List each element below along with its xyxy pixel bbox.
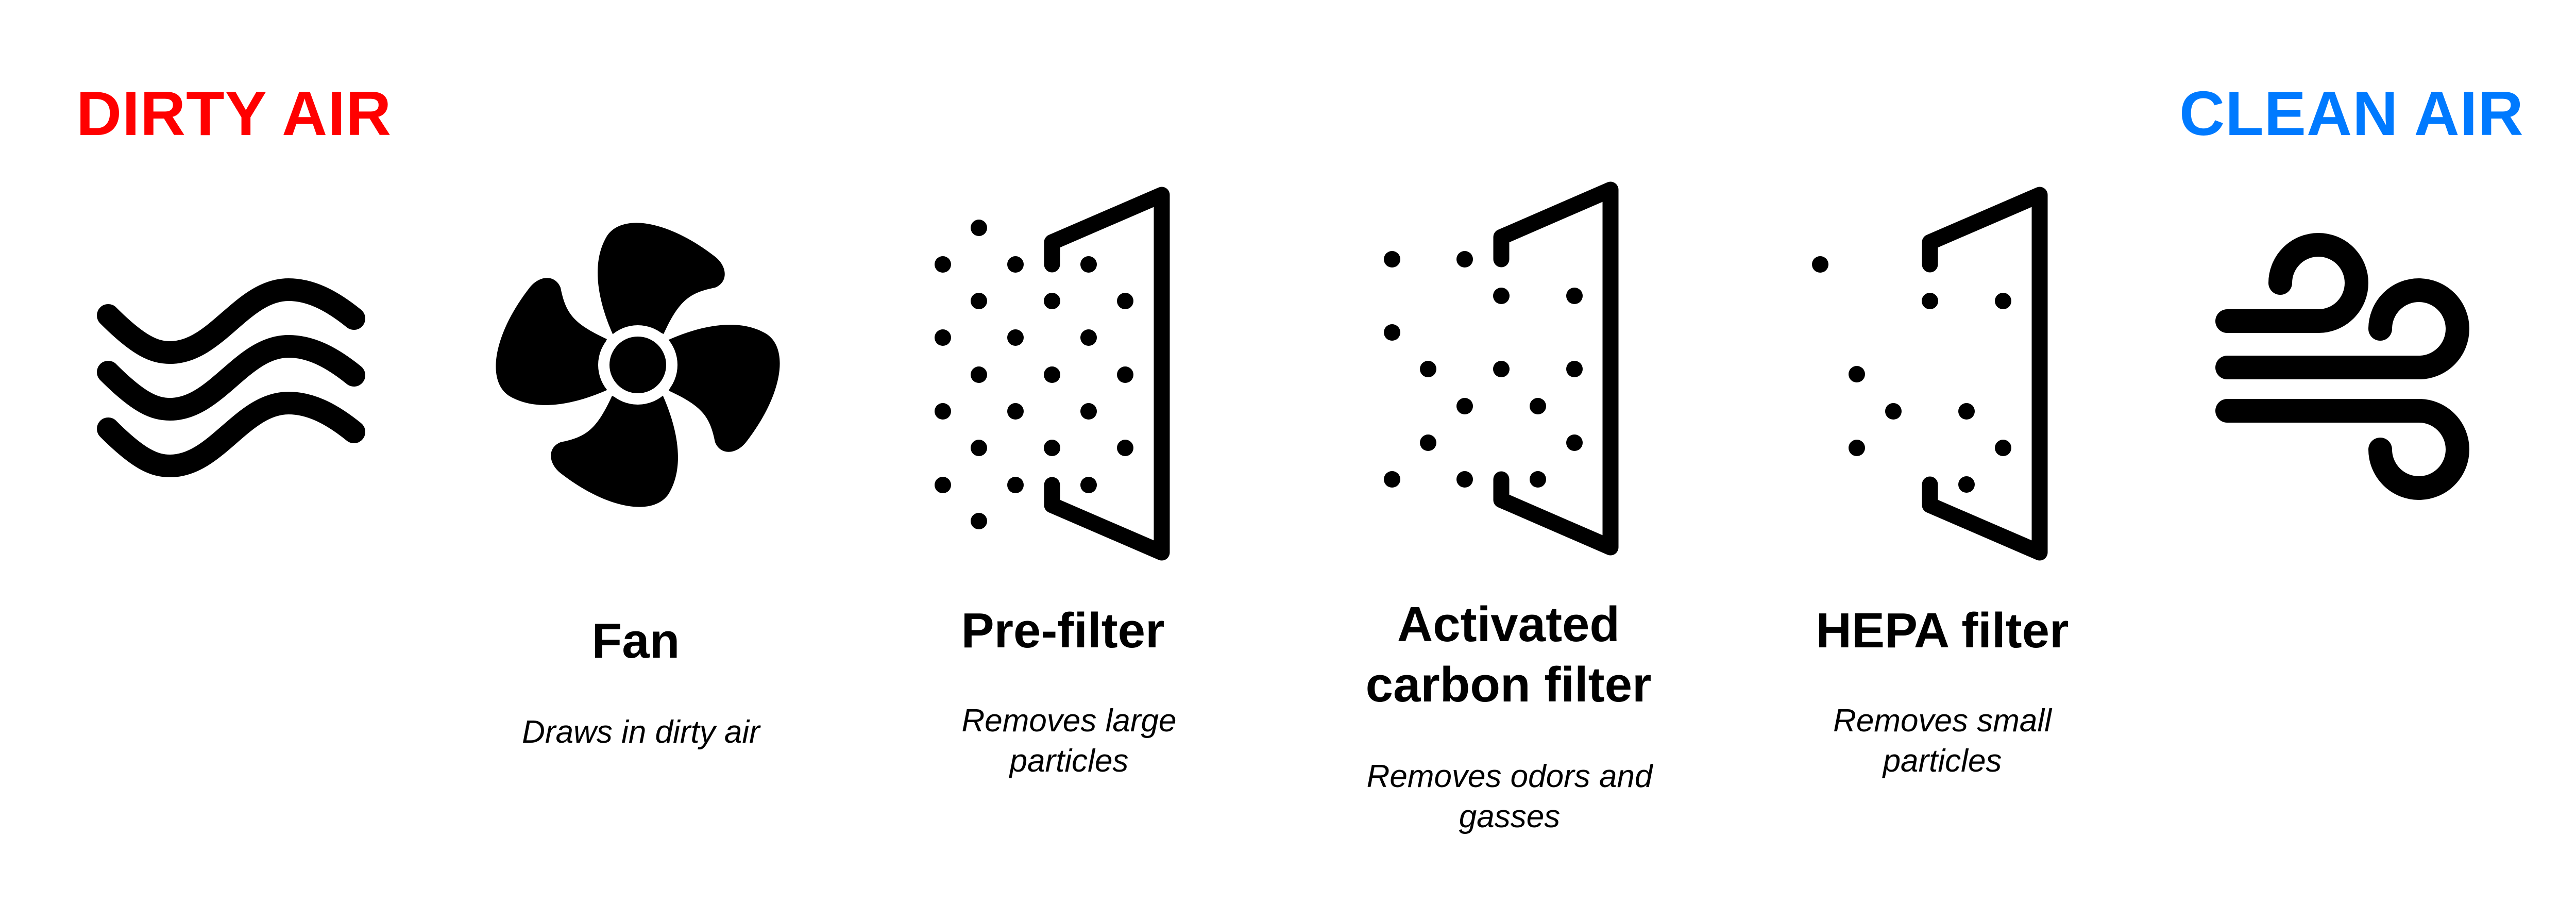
wavy-air-icon bbox=[97, 278, 365, 478]
stage-desc-fan: Draws in dirty air bbox=[522, 712, 760, 752]
stage-title-fan: Fan bbox=[592, 611, 680, 671]
desc-line: Removes odors and bbox=[1366, 759, 1653, 794]
dirty-air-label: DIRTY AIR bbox=[76, 78, 392, 148]
particle-dots bbox=[935, 220, 1133, 529]
desc-line: particles bbox=[1883, 743, 2002, 779]
title-line: Pre-filter bbox=[961, 603, 1165, 658]
pre-filter-icon bbox=[935, 187, 1170, 561]
stage-title-carbon-filter: Activated carbon filter bbox=[1366, 594, 1652, 715]
particle-dots bbox=[1384, 251, 1583, 488]
clean-air-label: CLEAN AIR bbox=[2179, 78, 2524, 148]
wind-icon bbox=[2215, 233, 2469, 500]
stage-title-hepa-filter: HEPA filter bbox=[1816, 600, 2069, 661]
particle-dots bbox=[1812, 256, 2011, 493]
fan-icon bbox=[496, 223, 780, 507]
title-line: HEPA filter bbox=[1816, 603, 2069, 658]
stage-desc-carbon-filter: Removes odors and gasses bbox=[1367, 757, 1653, 837]
stage-title-pre-filter: Pre-filter bbox=[961, 600, 1165, 661]
title-line: Activated bbox=[1397, 597, 1620, 652]
stage-desc-hepa-filter: Removes small particles bbox=[1833, 701, 2052, 781]
hepa-filter-icon bbox=[1812, 187, 2048, 561]
carbon-filter-icon bbox=[1384, 181, 1619, 556]
title-line: carbon filter bbox=[1365, 657, 1652, 712]
desc-line: Removes small bbox=[1833, 703, 2052, 739]
desc-line: particles bbox=[1009, 743, 1129, 779]
title-line: Fan bbox=[591, 613, 680, 668]
desc-line: Draws in dirty air bbox=[522, 714, 760, 750]
stage-desc-pre-filter: Removes large particles bbox=[962, 701, 1177, 781]
desc-line: gasses bbox=[1459, 799, 1561, 834]
desc-line: Removes large bbox=[961, 703, 1177, 739]
